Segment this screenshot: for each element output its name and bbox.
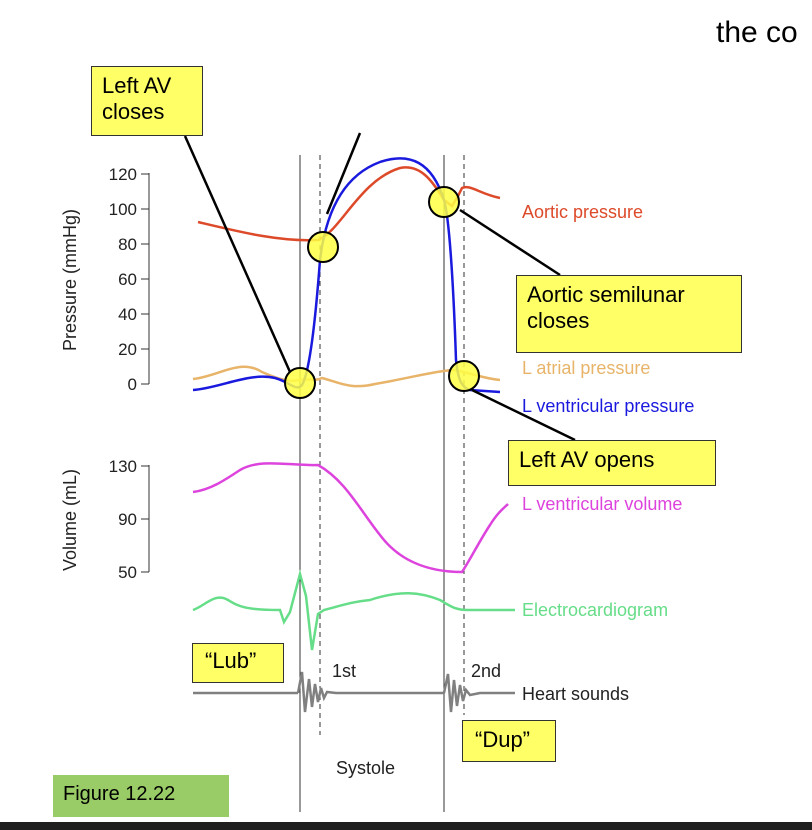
callout-left-av-closes: Left AV closes xyxy=(91,66,203,136)
second-sound-label: 2nd xyxy=(471,661,501,681)
callout-left-av-closes-line1: Left AV xyxy=(102,73,172,98)
bottom-bar xyxy=(0,822,812,830)
volume-axis xyxy=(141,465,150,573)
upper-pointer xyxy=(325,132,362,215)
ecg-trace xyxy=(192,569,515,651)
first-sound-label: 1st xyxy=(332,661,356,681)
callout-dup-text: “Dup” xyxy=(475,727,531,752)
aortic-pressure-label: Aortic pressure xyxy=(522,202,643,222)
volume-axis-label: Volume (mL) xyxy=(60,469,80,571)
callout-aortic-semilunar-closes: Aortic semilunar closes xyxy=(516,275,742,353)
atrial-pressure-label: L atrial pressure xyxy=(522,358,650,378)
pressure-tick-20: 20 xyxy=(118,340,137,359)
pressure-tick-60: 60 xyxy=(118,270,137,289)
pressure-tick-100: 100 xyxy=(109,200,137,219)
pressure-axis-label: Pressure (mmHg) xyxy=(60,209,80,351)
ventricular-volume-label: L ventricular volume xyxy=(522,494,682,514)
volume-tick-50: 50 xyxy=(118,563,137,582)
event-circle-av-open xyxy=(448,360,480,392)
figure-label-text: Figure 12.22 xyxy=(63,783,176,805)
volume-tick-130: 130 xyxy=(109,457,137,476)
heart-sounds-label: Heart sounds xyxy=(522,684,629,704)
pressure-axis xyxy=(141,173,150,385)
aortic-semilunar-pointer xyxy=(459,208,561,277)
pressure-tick-0: 0 xyxy=(128,375,137,394)
event-circle-av-close xyxy=(284,367,316,399)
callout-lub-text: “Lub” xyxy=(205,648,257,673)
systole-label: Systole xyxy=(336,758,395,778)
pressure-tick-80: 80 xyxy=(118,235,137,254)
pressure-tick-120: 120 xyxy=(109,165,137,184)
callout-left-av-opens-text: Left AV opens xyxy=(519,447,655,472)
volume-tick-90: 90 xyxy=(118,510,137,529)
callout-left-av-closes-line2: closes xyxy=(102,99,165,124)
event-circle-semilunar-open xyxy=(307,231,339,263)
left-av-opens-pointer xyxy=(471,388,576,442)
pressure-tick-40: 40 xyxy=(118,305,137,324)
ventricular-volume-trace xyxy=(192,462,509,574)
aortic-pressure-trace xyxy=(197,166,501,242)
callout-lub: “Lub” xyxy=(192,643,284,683)
callout-dup: “Dup” xyxy=(462,720,556,762)
ecg-label: Electrocardiogram xyxy=(522,600,668,620)
left-av-closes-pointer xyxy=(183,135,292,373)
callout-aortic-semilunar-line1: Aortic semilunar xyxy=(527,282,685,307)
callout-aortic-semilunar-line2: closes xyxy=(527,308,590,333)
callout-left-av-opens: Left AV opens xyxy=(508,440,716,486)
event-circle-semilunar-close xyxy=(428,186,460,218)
heart-sounds-trace xyxy=(193,671,515,713)
ventricular-pressure-trace xyxy=(192,157,501,394)
figure-label: Figure 12.22 xyxy=(53,775,229,817)
slide-top-text: the co xyxy=(716,16,798,49)
ventricular-pressure-label: L ventricular pressure xyxy=(522,396,694,416)
